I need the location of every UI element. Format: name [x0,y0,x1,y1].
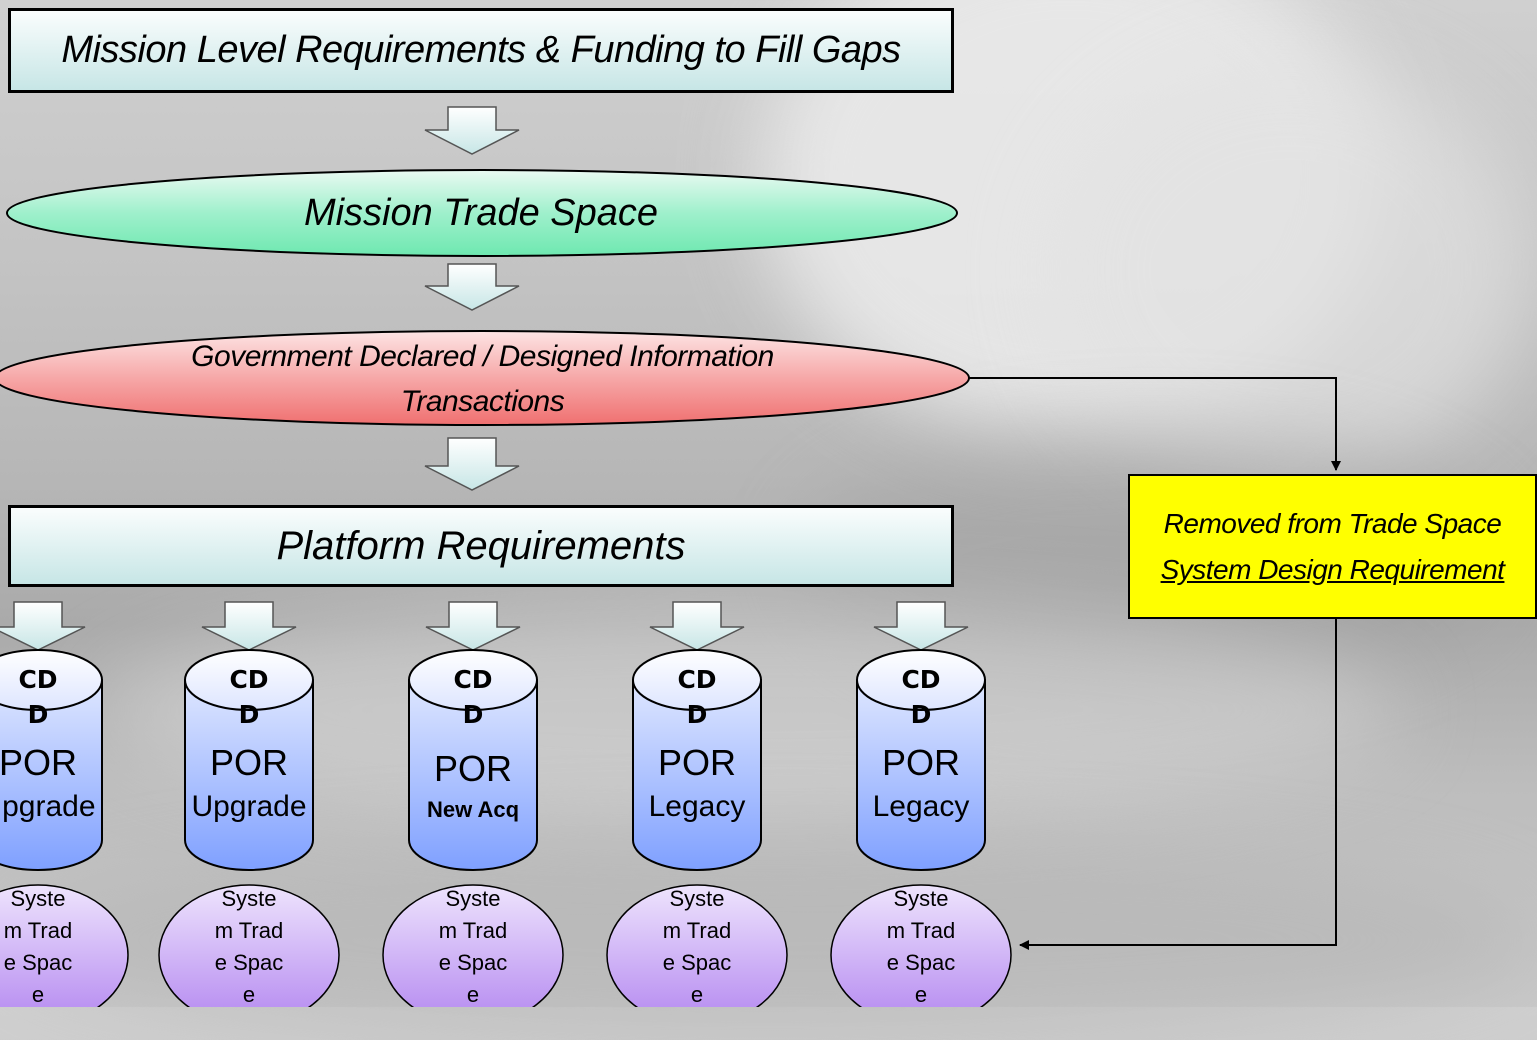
column-4-system-label: System Trade Space [662,886,732,1007]
column-4-cylinder-top [632,649,762,711]
column-4-down-arrow [649,601,745,651]
mission-level-requirements-label: Mission Level Requirements & Funding to … [61,29,901,71]
column-1-cylinder [0,679,103,871]
column-5-cylinder [856,679,986,871]
column-1-cdd-label: CDD [18,665,58,729]
column-4-type-label: Legacy [648,790,746,823]
removed-box-line2: System Design Requirement [1160,553,1505,585]
column-2-cylinder-top [184,649,314,711]
column-4-cylinder [632,679,762,871]
column-3-por-label: POR [433,748,512,789]
column-1-cylinder-top [0,649,103,711]
column-3-type-label: New Acq [426,797,520,822]
column-1-type-label: Upgrade [0,790,96,823]
column-1-down-arrow [0,601,86,651]
column-5-system-ellipse [830,884,1012,1007]
down-arrow-3 [424,437,520,491]
column-3-cdd-label: CDD [453,665,493,729]
column-3-system-label: System Trade Space [438,886,508,1007]
column-5-cdd-label: CDD [901,665,941,729]
column-4-cdd-label: CDD [677,665,717,729]
column-5-cylinder-top [856,649,986,711]
removed-from-trade-space-box: Removed from Trade Space System Design R… [1128,474,1537,619]
down-arrow-2 [424,263,520,311]
column-3-cylinder-top [408,649,538,711]
mission-trade-space-ellipse [6,169,958,257]
government-transactions-ellipse [0,330,970,426]
column-3-cylinder [408,679,538,871]
column-2-system-label: System Trade Space [214,886,284,1007]
connector-to-removed-box [969,377,1341,471]
diagram-canvas [0,106,1341,1007]
column-5-type-label: Legacy [872,790,970,823]
column-4-system-ellipse [606,884,788,1007]
platform-requirements-label: Platform Requirements [276,523,686,568]
column-1-system-label: System Trade Space [3,886,73,1007]
column-2-por-label: POR [209,742,288,783]
column-5-system-label: System Trade Space [886,886,956,1007]
column-4-por-label: POR [657,742,736,783]
column-2-type-label: Upgrade [191,790,307,823]
column-5-por-label: POR [881,742,960,783]
platform-requirements-box: Platform Requirements [8,505,954,587]
column-3-system-ellipse [382,884,564,1007]
column-1-system-ellipse [0,884,129,1007]
column-1-por-label: POR [0,742,77,783]
mission-level-requirements-box: Mission Level Requirements & Funding to … [8,8,954,93]
column-2-cylinder [184,679,314,871]
column-3-down-arrow [425,601,521,651]
column-2-cdd-label: CDD [229,665,269,729]
removed-box-line1: Removed from Trade Space [1163,507,1502,539]
column-2-down-arrow [201,601,297,651]
down-arrow-1 [424,106,520,155]
connector-to-system-ellipse [1019,619,1337,950]
column-2-system-ellipse [158,884,340,1007]
column-5-down-arrow [873,601,969,651]
